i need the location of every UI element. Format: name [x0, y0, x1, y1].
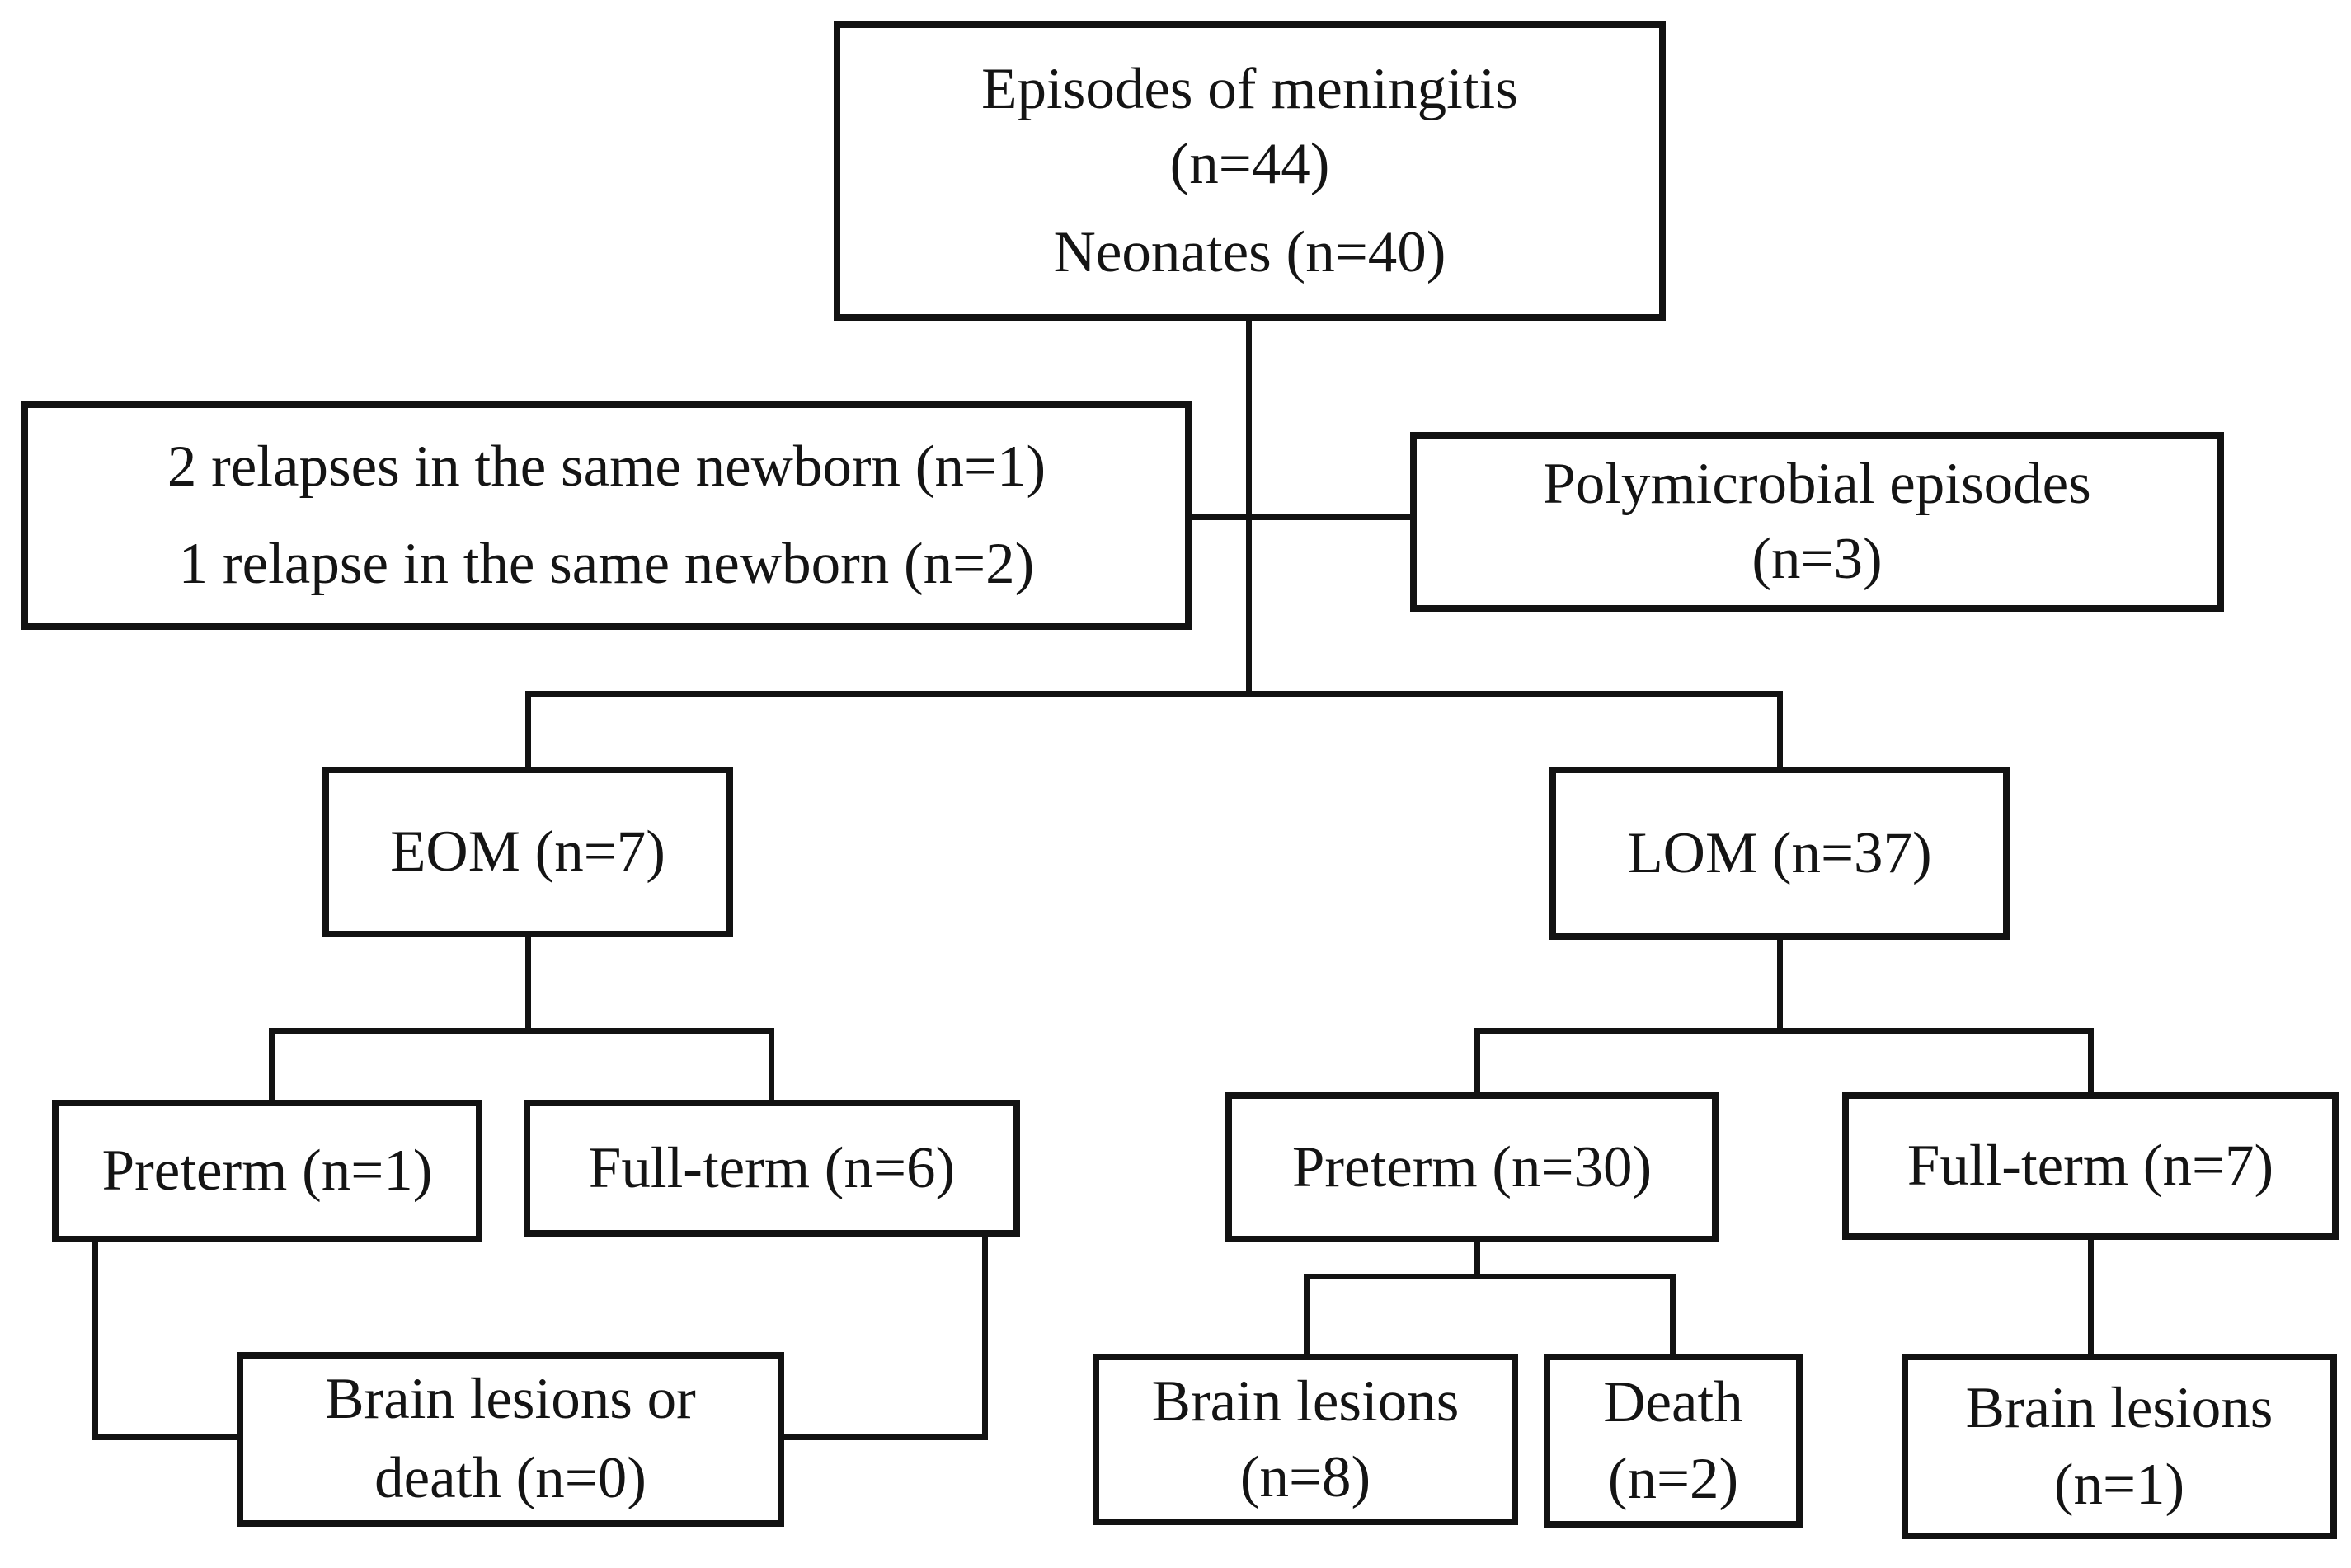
node-lom-fullterm: Full-term (n=7): [1842, 1092, 2339, 1240]
node-lom-fullterm-lesions-line2: (n=1): [2053, 1452, 2185, 1517]
connector-lom-down: [1777, 940, 1783, 1034]
connector-to-lom: [1777, 691, 1783, 769]
connector-to-lom-preterm: [1474, 1028, 1480, 1096]
node-eom-label: EOM (n=7): [390, 819, 665, 885]
node-lom-fullterm-lesions-line1: Brain lesions: [1965, 1376, 2273, 1441]
node-episodes-line3: Neonates (n=40): [1053, 219, 1446, 284]
node-lom-preterm-death-line2: (n=2): [1607, 1446, 1739, 1511]
node-lom-preterm-lesions: Brain lesions (n=8): [1093, 1354, 1518, 1525]
connector-root-down: [1246, 321, 1252, 691]
node-lom-preterm-lesions-line1: Brain lesions: [1151, 1368, 1460, 1434]
connector-to-eom-fullterm: [769, 1028, 774, 1102]
connector-eom-preterm-right: [92, 1434, 241, 1440]
node-lom-fullterm-lesions: Brain lesions (n=1): [1902, 1354, 2337, 1539]
connector-to-eom-preterm: [269, 1028, 275, 1102]
node-relapses-line2: 1 relapse in the same newborn (n=2): [178, 532, 1035, 597]
node-relapses: 2 relapses in the same newborn (n=1) 1 r…: [21, 401, 1192, 630]
node-lom-fullterm-label: Full-term (n=7): [1907, 1134, 2274, 1199]
connector-eom-fullterm-down: [982, 1237, 988, 1440]
node-eom-preterm: Preterm (n=1): [52, 1100, 482, 1242]
node-polymicrobial: Polymicrobial episodes (n=3): [1410, 432, 2224, 612]
node-lom-preterm-label: Preterm (n=30): [1291, 1134, 1653, 1199]
node-episodes-line1: Episodes of meningitis: [981, 56, 1518, 121]
connector-eom-down: [525, 937, 531, 1034]
node-eom-fullterm-label: Full-term (n=6): [588, 1135, 956, 1200]
connector-lom-fullterm-down: [2088, 1240, 2094, 1357]
node-polymicrobial-line2: (n=3): [1751, 527, 1883, 591]
connector-eom-branch: [269, 1028, 774, 1034]
node-relapses-line1: 2 relapses in the same newborn (n=1): [167, 434, 1046, 500]
node-eom: EOM (n=7): [322, 767, 733, 937]
node-lom-preterm-lesions-line2: (n=8): [1239, 1445, 1371, 1509]
connector-level2-branch: [525, 691, 1783, 697]
connector-lom-preterm-branch: [1304, 1274, 1676, 1279]
connector-lom-preterm-down: [1474, 1242, 1480, 1279]
node-lom-preterm: Preterm (n=30): [1225, 1092, 1719, 1242]
node-eom-preterm-label: Preterm (n=1): [101, 1138, 433, 1204]
connector-relapses-poly: [1192, 514, 1410, 520]
node-eom-outcome-line2: death (n=0): [374, 1446, 647, 1510]
connector-to-eom: [525, 691, 531, 769]
node-eom-outcome-line1: Brain lesions or: [325, 1367, 696, 1432]
connector-to-brain8: [1304, 1274, 1310, 1356]
connector-eom-preterm-down: [92, 1242, 98, 1440]
node-polymicrobial-line1: Polymicrobial episodes: [1543, 452, 2091, 517]
connector-to-lom-fullterm: [2088, 1028, 2094, 1096]
node-episodes-line2: (n=44): [1169, 131, 1330, 196]
connector-to-death2: [1670, 1274, 1676, 1356]
connector-lom-branch: [1474, 1028, 2094, 1034]
node-eom-outcome: Brain lesions or death (n=0): [237, 1352, 784, 1527]
connector-eom-fullterm-left: [782, 1434, 988, 1440]
node-lom-preterm-death-line1: Death: [1603, 1370, 1743, 1435]
node-lom-preterm-death: Death (n=2): [1544, 1354, 1803, 1528]
node-lom: LOM (n=37): [1549, 767, 2010, 940]
node-lom-label: LOM (n=37): [1627, 820, 1932, 885]
node-eom-fullterm: Full-term (n=6): [524, 1100, 1020, 1237]
node-episodes-of-meningitis: Episodes of meningitis (n=44) Neonates (…: [834, 21, 1666, 321]
